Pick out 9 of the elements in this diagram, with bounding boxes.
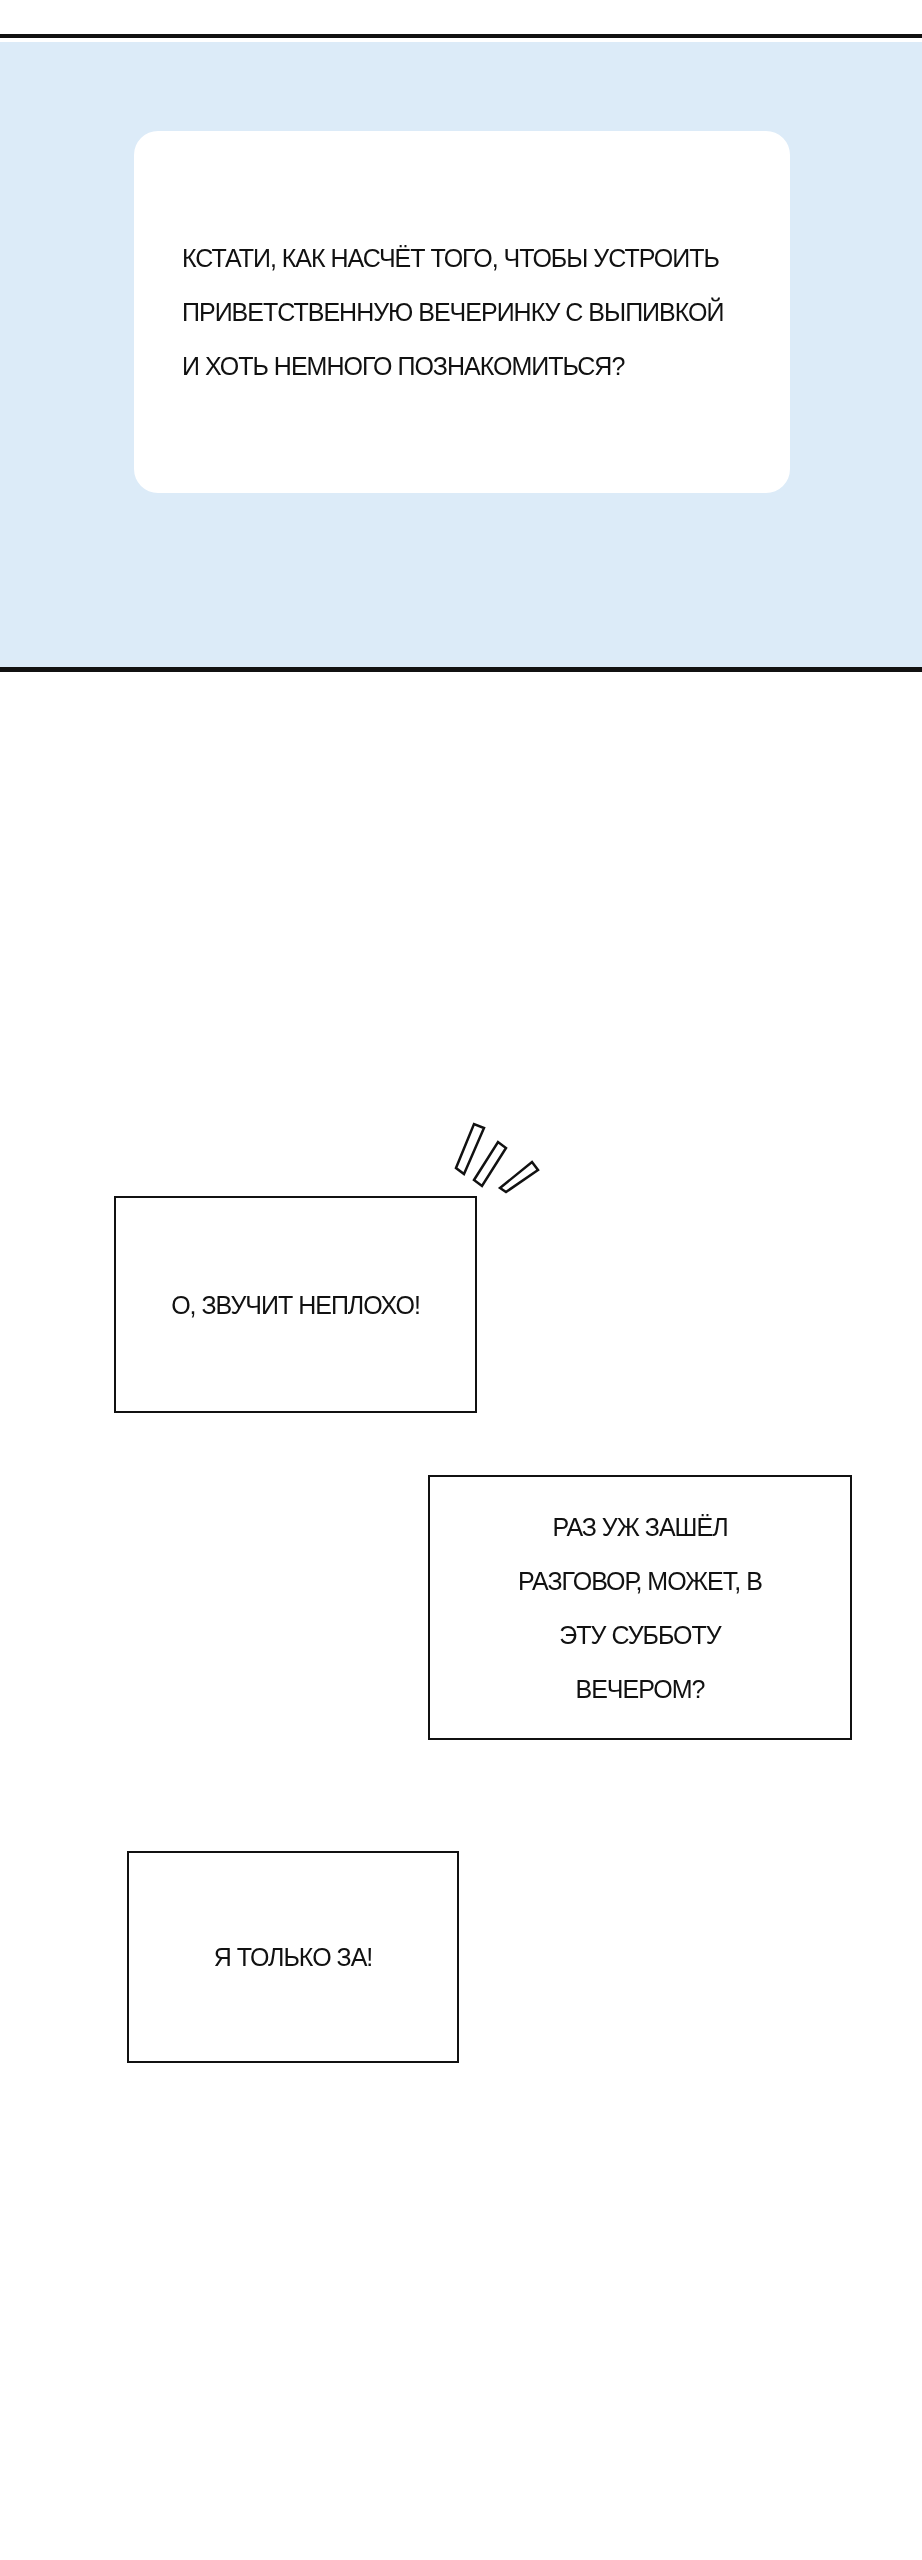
narration-box — [127, 1851, 459, 2063]
narration-text: О, ЗВУЧИТ НЕПЛОХО! — [170, 1289, 421, 1321]
narration-box — [114, 1196, 477, 1413]
narration-text: РАЗ УЖ ЗАШЁЛ РАЗГОВОР, МОЖЕТ, В ЭТУ СУББОТУ ВЕЧЕРОМ? — [517, 1511, 763, 1705]
narration-box — [428, 1475, 852, 1740]
narration-text: Я ТОЛЬКО ЗА! — [212, 1942, 374, 1973]
speech-bubble — [134, 131, 790, 493]
panel-background — [0, 42, 922, 672]
speech-text: КСТАТИ, КАК НАСЧЁТ ТОГО, ЧТОБЫ УСТРОИТЬ ПРИВЕТСТВЕННУЮ ВЕЧЕРИНКУ С ВЫПИВКОЙ И ХОТЬ НЕМНОГО ПОЗНАКОМИТЬСЯ? — [182, 243, 725, 382]
